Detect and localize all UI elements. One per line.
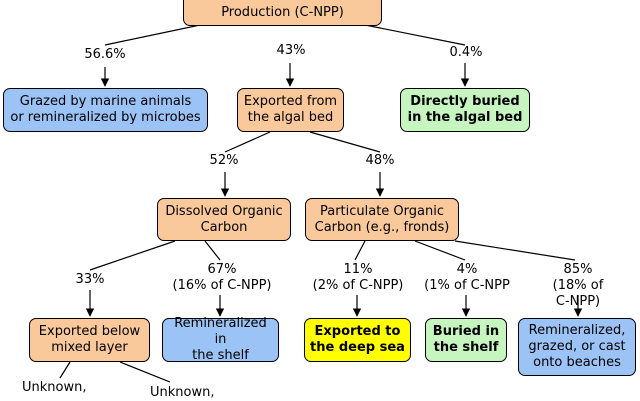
- node-exported-below-mixed-layer: Exported below mixed layer: [29, 318, 150, 362]
- label-85: 85% (18% of C-NPP): [552, 262, 604, 309]
- label-56-6: 56.6%: [84, 47, 126, 62]
- line-root-buried: [364, 24, 466, 46]
- line-below-unknown-2: [119, 361, 171, 383]
- line-doc-remin: [204, 240, 221, 261]
- line-below-unknown-1: [59, 361, 71, 379]
- label-43: 43%: [276, 43, 306, 58]
- node-remineralized-shelf: Remineralized in the shelf: [162, 316, 279, 363]
- line-root-grazed: [104, 24, 201, 46]
- node-buried-shelf: Buried in the shelf: [425, 318, 507, 362]
- label-67: 67% (16% of C-NPP): [172, 262, 272, 293]
- label-4: 4% (1% of C-NPP: [424, 262, 510, 293]
- node-exported-deep-sea: Exported to the deep sea: [304, 318, 411, 362]
- line-exported-doc: [224, 131, 271, 153]
- line-poc-deep: [354, 240, 366, 261]
- label-unknown-1: Unknown,: [22, 380, 87, 395]
- label-0-4: 0.4%: [449, 45, 483, 60]
- line-poc-buried-shelf: [414, 240, 466, 261]
- label-33: 33%: [75, 272, 105, 287]
- node-grazed: Grazed by marine animals or remineralize…: [3, 88, 208, 132]
- node-particulate-organic-carbon: Particulate Organic Carbon (e.g., fronds…: [305, 198, 459, 241]
- label-48: 48%: [365, 153, 395, 168]
- node-production: Production (C-NPP): [183, 0, 382, 26]
- node-dissolved-organic-carbon: Dissolved Organic Carbon: [157, 198, 291, 241]
- node-remineralized-beaches: Remineralized, grazed, or cast onto beac…: [518, 318, 636, 376]
- label-unknown-2: Unknown,: [150, 385, 215, 400]
- line-poc-beaches: [454, 240, 576, 261]
- node-exported-algal-bed: Exported from the algal bed: [237, 88, 344, 132]
- node-buried-algal-bed: Directly buried in the algal bed: [400, 88, 530, 132]
- label-11: 11% (2% of C-NPP): [312, 262, 404, 293]
- line-doc-below: [89, 240, 176, 271]
- label-52: 52%: [209, 153, 239, 168]
- line-exported-poc: [309, 131, 381, 153]
